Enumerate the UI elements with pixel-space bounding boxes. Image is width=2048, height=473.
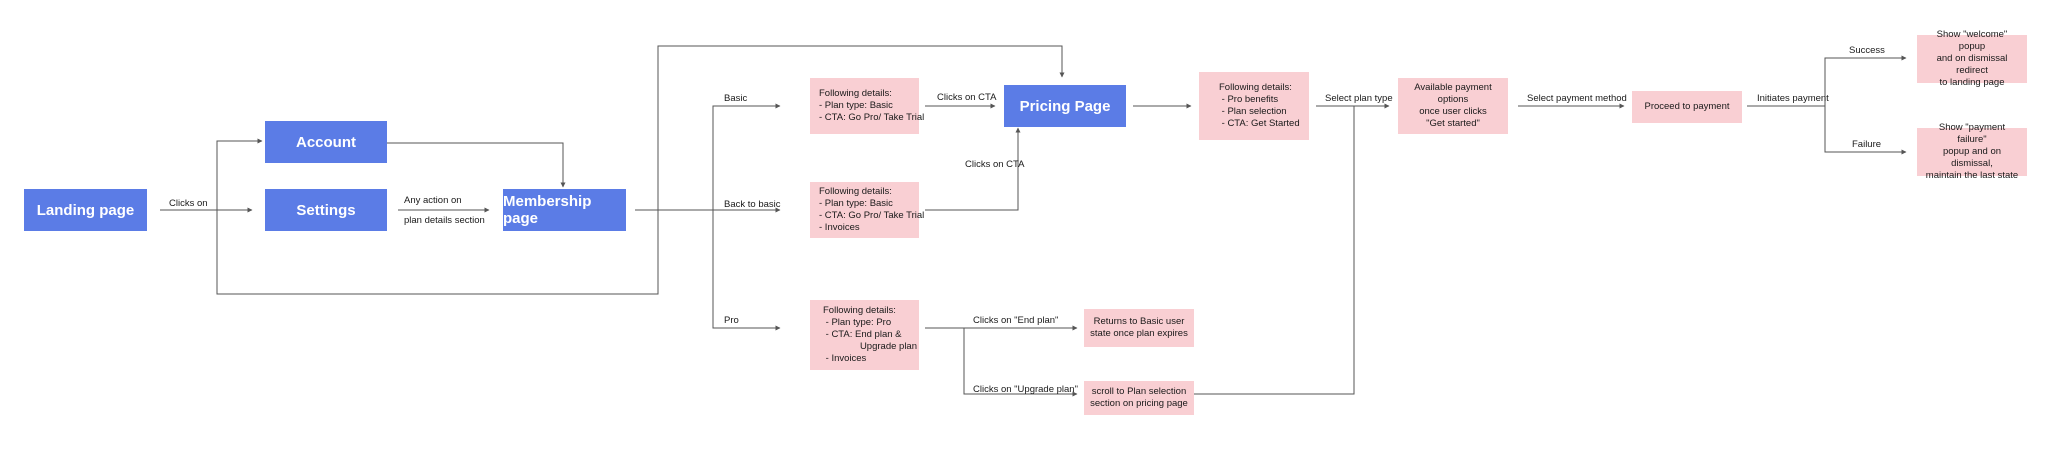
label-back-to-basic: Back to basic xyxy=(724,199,781,210)
pro-details-text: Following details: - Plan type: Pro - CT… xyxy=(823,305,917,364)
back-to-basic-details-node: Following details: - Plan type: Basic - … xyxy=(810,182,924,238)
welcome-popup-node: Show "welcome" popup and on dismissal re… xyxy=(1917,29,2027,88)
label-clicks-on-cta-top: Clicks on CTA xyxy=(937,92,997,103)
proceed-to-payment-node: Proceed to payment xyxy=(1632,91,1742,123)
arrow-scroll-to-payment-options xyxy=(1193,106,1355,395)
arrow-to-success xyxy=(1824,55,1907,106)
arrow-membership-to-pro xyxy=(712,210,781,331)
label-basic: Basic xyxy=(724,93,748,104)
pricing-page-node: Pricing Page xyxy=(1004,85,1126,127)
arrow-branch-to-account xyxy=(216,138,263,210)
membership-page-label: Membership page xyxy=(503,193,592,227)
account-label: Account xyxy=(296,133,356,151)
scroll-plan-selection-node: scroll to Plan selection section on pric… xyxy=(1084,381,1194,415)
scroll-plan-selection-text: scroll to Plan selection section on pric… xyxy=(1090,386,1188,409)
returns-basic-node: Returns to Basic user state once plan ex… xyxy=(1084,309,1194,347)
pricing-details-node: Following details: - Pro benefits - Plan… xyxy=(1199,72,1309,140)
label-pro: Pro xyxy=(724,315,739,326)
arrow-pro-to-scroll xyxy=(963,328,1078,397)
arrow-account-to-membership xyxy=(387,142,566,188)
label-initiates-payment: Initiates payment xyxy=(1757,93,1829,104)
basic-details-text: Following details: - Plan type: Basic - … xyxy=(819,88,925,123)
welcome-popup-text: Show "welcome" popup and on dismissal re… xyxy=(1936,29,2008,88)
account-node: Account xyxy=(265,121,387,163)
label-clicks-on-upgrade-plan: Clicks on "Upgrade plan" xyxy=(973,384,1078,395)
payment-options-text: Available payment options once user clic… xyxy=(1414,82,1492,129)
label-clicks-on-end-plan: Clicks on "End plan" xyxy=(973,315,1059,326)
pricing-details-text: Following details: - Pro benefits - Plan… xyxy=(1219,82,1300,129)
label-clicks-on-cta-mid: Clicks on CTA xyxy=(965,159,1025,170)
landing-page-node: Landing page xyxy=(24,189,147,231)
arrow-loop-to-pricing xyxy=(216,45,1065,295)
label-select-plan-type: Select plan type xyxy=(1325,93,1393,104)
arrow-to-failure xyxy=(1824,106,1907,155)
landing-page-label: Landing page xyxy=(36,201,135,219)
settings-label: Settings xyxy=(296,201,356,219)
failure-popup-node: Show "payment failure" popup and on dism… xyxy=(1917,122,2027,181)
back-to-basic-details-text: Following details: - Plan type: Basic - … xyxy=(819,186,925,233)
proceed-to-payment-text: Proceed to payment xyxy=(1644,101,1730,113)
label-success: Success xyxy=(1849,45,1885,56)
arrow-back-to-basic-to-pricing xyxy=(925,127,1021,211)
pricing-page-label: Pricing Page xyxy=(1019,97,1111,115)
label-any-action-on: Any action on xyxy=(404,195,462,206)
basic-details-node: Following details: - Plan type: Basic - … xyxy=(810,78,924,134)
arrow-membership-to-basic xyxy=(712,103,781,210)
label-clicks-on: Clicks on xyxy=(169,198,208,209)
label-select-payment-method: Select payment method xyxy=(1527,93,1627,104)
membership-page-node: Membership page xyxy=(503,189,626,231)
payment-options-node: Available payment options once user clic… xyxy=(1398,78,1508,134)
settings-node: Settings xyxy=(265,189,387,231)
label-failure: Failure xyxy=(1852,139,1882,150)
failure-popup-text: Show "payment failure" popup and on dism… xyxy=(1925,122,2019,181)
returns-basic-text: Returns to Basic user state once plan ex… xyxy=(1090,316,1188,339)
pro-details-node: Following details: - Plan type: Pro - CT… xyxy=(810,300,919,370)
label-plan-details-section: plan details section xyxy=(404,215,485,226)
